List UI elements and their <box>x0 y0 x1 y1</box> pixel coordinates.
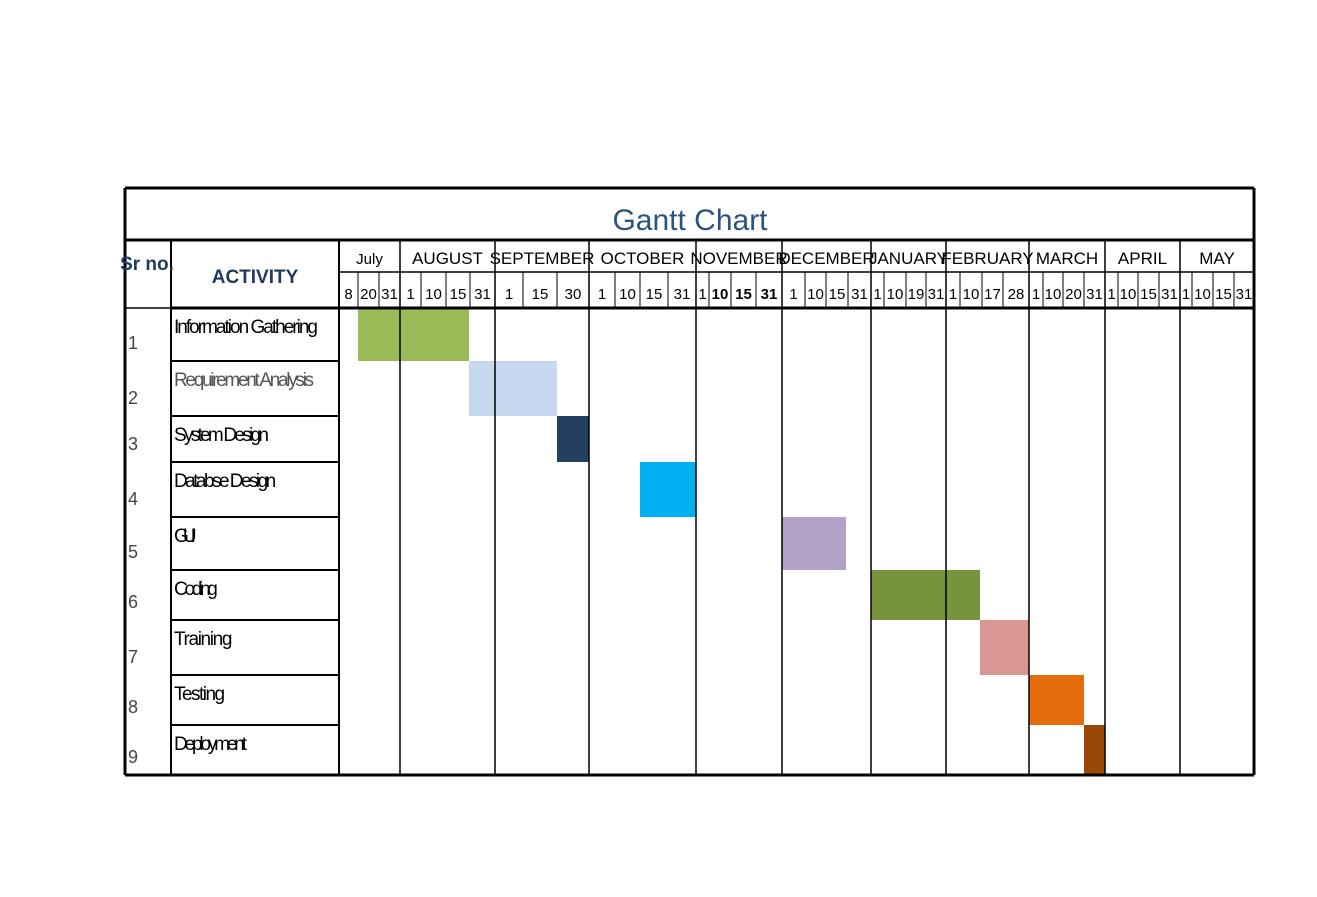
day-label: 1 <box>1032 286 1040 303</box>
activity-header: ACTIVITY <box>212 267 299 288</box>
day-label: 1 <box>1107 286 1115 303</box>
day-label: 1 <box>949 286 957 303</box>
activity-label: Testing <box>174 684 225 705</box>
task-bars <box>358 308 1105 775</box>
task-bar-3 <box>557 416 589 462</box>
day-label: 10 <box>1120 286 1137 303</box>
day-label: 17 <box>984 286 1001 303</box>
month-label: OCTOBER <box>601 249 685 268</box>
month-label: NOVEMBER <box>690 249 787 268</box>
task-bar-4 <box>640 462 696 517</box>
task-bar-7 <box>980 620 1029 675</box>
day-label: 15 <box>1215 286 1232 303</box>
day-label: 10 <box>712 286 729 303</box>
day-label: 31 <box>1236 286 1253 303</box>
day-label: 19 <box>908 286 925 303</box>
sr-no-header: Sr no. <box>120 254 174 275</box>
activity-label: Coding <box>174 579 218 600</box>
day-label: 10 <box>425 286 442 303</box>
day-label: 15 <box>450 286 467 303</box>
day-label: 1 <box>406 286 414 303</box>
grid-lines <box>123 186 1256 777</box>
activity-label: System Design <box>174 425 269 446</box>
task-bar-1 <box>358 308 469 361</box>
activity-label: GUI <box>174 526 197 547</box>
activity-label: Requirement Analysis <box>174 370 314 391</box>
task-bar-5 <box>782 517 846 570</box>
day-label: 31 <box>1161 286 1178 303</box>
activity-label: Databse Design <box>174 471 276 492</box>
sr-number: 7 <box>128 647 138 667</box>
task-bar-9 <box>1084 725 1105 775</box>
chart-text: Gantt Chart Sr no. ACTIVITY July AUGUST SE… <box>120 204 1252 767</box>
activity-label: Deployment <box>174 734 248 755</box>
month-label: July <box>356 251 383 268</box>
day-label: 1 <box>598 286 606 303</box>
task-bar-6 <box>871 570 980 620</box>
day-label: 1 <box>698 286 706 303</box>
activity-label: Information Gathering <box>174 317 318 338</box>
day-label: 15 <box>646 286 663 303</box>
day-label: 31 <box>674 286 691 303</box>
day-label: 8 <box>344 286 352 303</box>
day-label: 31 <box>761 286 778 303</box>
day-label: 28 <box>1008 286 1025 303</box>
day-label: 10 <box>1194 286 1211 303</box>
day-label: 10 <box>807 286 824 303</box>
day-label: 10 <box>619 286 636 303</box>
sr-number: 8 <box>128 697 138 717</box>
sr-number: 3 <box>128 434 138 454</box>
day-label: 10 <box>1045 286 1062 303</box>
sr-number: 1 <box>128 333 138 353</box>
task-bar-8 <box>1029 675 1084 725</box>
day-label: 31 <box>851 286 868 303</box>
sr-number: 2 <box>128 388 138 408</box>
day-label: 10 <box>963 286 980 303</box>
chart-title: Gantt Chart <box>612 204 768 237</box>
task-bar-2 <box>469 361 557 416</box>
day-label: 30 <box>565 286 582 303</box>
day-label: 1 <box>1182 286 1190 303</box>
day-label: 15 <box>735 286 752 303</box>
sr-number: 6 <box>128 592 138 612</box>
day-label: 15 <box>1140 286 1157 303</box>
day-label: 31 <box>1086 286 1103 303</box>
sr-number: 4 <box>128 489 138 509</box>
activity-label: Training <box>174 629 232 650</box>
day-label: 1 <box>505 286 513 303</box>
day-label: 20 <box>360 286 377 303</box>
day-label: 31 <box>381 286 398 303</box>
month-label: AUGUST <box>412 249 483 268</box>
day-label: 31 <box>474 286 491 303</box>
day-label: 15 <box>829 286 846 303</box>
day-label: 1 <box>873 286 881 303</box>
day-label: 20 <box>1065 286 1082 303</box>
month-label: APRIL <box>1118 249 1167 268</box>
day-label: 31 <box>928 286 945 303</box>
month-label: SEPTEMBER <box>490 249 595 268</box>
month-label: FEBRUARY <box>941 249 1033 268</box>
month-label: JANUARY <box>869 249 948 268</box>
sr-number: 9 <box>128 747 138 767</box>
sr-number: 5 <box>128 542 138 562</box>
month-label: MAY <box>1199 249 1235 268</box>
day-label: 10 <box>887 286 904 303</box>
day-label: 1 <box>789 286 797 303</box>
month-label: MARCH <box>1036 249 1098 268</box>
day-label: 15 <box>532 286 549 303</box>
month-label: DECEMBER <box>778 249 874 268</box>
